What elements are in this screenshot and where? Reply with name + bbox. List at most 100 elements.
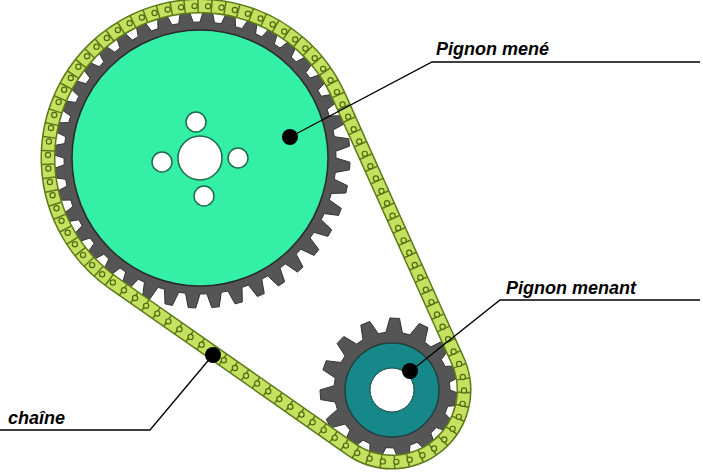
chain-pin xyxy=(139,15,144,20)
chain-pin xyxy=(440,324,445,329)
chain-pin xyxy=(442,437,447,442)
driven-sprocket-disc xyxy=(72,30,328,286)
leader-dot xyxy=(205,347,221,363)
chain-drawing xyxy=(45,3,466,464)
chain-pin xyxy=(188,334,193,339)
chain-pin xyxy=(367,456,372,461)
chain-pin xyxy=(155,311,160,316)
chain-pin xyxy=(332,435,337,440)
chain-pin xyxy=(72,242,77,247)
chain-pin xyxy=(132,295,137,300)
chain-pin xyxy=(379,188,384,193)
chain-pin xyxy=(45,152,50,157)
chain-pin xyxy=(303,46,308,51)
chain-pin xyxy=(343,443,348,448)
chain-pin xyxy=(293,37,298,42)
chain-pin xyxy=(412,262,417,267)
chain-pin xyxy=(456,414,461,419)
chain-pin xyxy=(270,22,275,27)
leader-dot xyxy=(282,129,298,145)
chain-pin xyxy=(390,213,395,218)
chain-pin xyxy=(328,78,333,83)
chain-pin xyxy=(351,127,356,132)
chain-pin xyxy=(451,349,456,354)
chain-pin xyxy=(221,358,226,363)
chain-pin xyxy=(334,90,339,95)
chain-pin xyxy=(54,206,59,211)
chain-pin xyxy=(461,388,466,393)
chain-pin xyxy=(434,312,439,317)
leader-lines xyxy=(0,62,700,430)
chain-pin xyxy=(62,87,67,92)
chain-pin xyxy=(407,250,412,255)
chain-pin xyxy=(310,420,315,425)
chain-pin xyxy=(46,139,51,144)
chain-pin xyxy=(423,287,428,292)
chain-pin xyxy=(56,100,61,105)
chain-pin xyxy=(396,225,401,230)
chain-pin xyxy=(52,112,57,117)
chain-pin xyxy=(362,151,367,156)
driving-sprocket-label: Pignon menant xyxy=(506,279,636,297)
chain-pin xyxy=(340,102,345,107)
chain-pin xyxy=(394,459,399,464)
chain-pin xyxy=(460,374,465,379)
chain-pin xyxy=(115,27,120,32)
sprocket-hole xyxy=(228,148,248,168)
sprocket-hole xyxy=(186,112,206,132)
chain-pin xyxy=(282,29,287,34)
chain-pin xyxy=(68,75,73,80)
chain-pin xyxy=(84,54,89,59)
chain-pin xyxy=(50,193,55,198)
chain-pin xyxy=(255,381,260,386)
chain-pin xyxy=(357,139,362,144)
chain-pin xyxy=(144,303,149,308)
chain-pin xyxy=(127,21,132,26)
chain-pin xyxy=(199,342,204,347)
chain-pin xyxy=(121,288,126,293)
chain-pin xyxy=(192,3,197,8)
chain-pin xyxy=(373,176,378,181)
chain-pin xyxy=(90,263,95,268)
chain-pin xyxy=(346,114,351,119)
chain-pin xyxy=(110,280,115,285)
sprocket-hole xyxy=(194,186,214,206)
chain-pin xyxy=(299,412,304,417)
chain-pin xyxy=(288,404,293,409)
leader-line xyxy=(0,356,212,430)
chain-outline xyxy=(48,6,464,462)
chain-pin xyxy=(384,201,389,206)
chain-pin xyxy=(266,389,271,394)
chain-pin xyxy=(321,66,326,71)
chain-pin xyxy=(355,450,360,455)
chain-pin xyxy=(418,275,423,280)
chain-pin xyxy=(232,7,237,12)
driven-sprocket-label: Pignon mené xyxy=(436,40,549,58)
chain-pin xyxy=(277,396,282,401)
chain-label: chaîne xyxy=(8,409,65,427)
chain-pin xyxy=(258,16,263,21)
chain-pin xyxy=(47,179,52,184)
chain-pin xyxy=(312,56,317,61)
chain-pin xyxy=(80,252,85,257)
chain-pin xyxy=(100,272,105,277)
chain-pin xyxy=(401,238,406,243)
sprocket-hole xyxy=(178,136,222,180)
chain-pin xyxy=(152,10,157,15)
chain-pin xyxy=(450,426,455,431)
leader-line xyxy=(412,300,700,370)
chain-pin xyxy=(232,365,237,370)
chain-pin xyxy=(460,401,465,406)
chain-pin xyxy=(245,11,250,16)
chain-pin xyxy=(429,300,434,305)
chain-pin xyxy=(205,4,210,9)
leader-line xyxy=(292,62,700,136)
chain-pin xyxy=(166,319,171,324)
chain-pin xyxy=(368,164,373,169)
chain-pin xyxy=(46,166,51,171)
chain-pin xyxy=(94,44,99,49)
chain-pin xyxy=(65,230,70,235)
chain-pin xyxy=(59,218,64,223)
